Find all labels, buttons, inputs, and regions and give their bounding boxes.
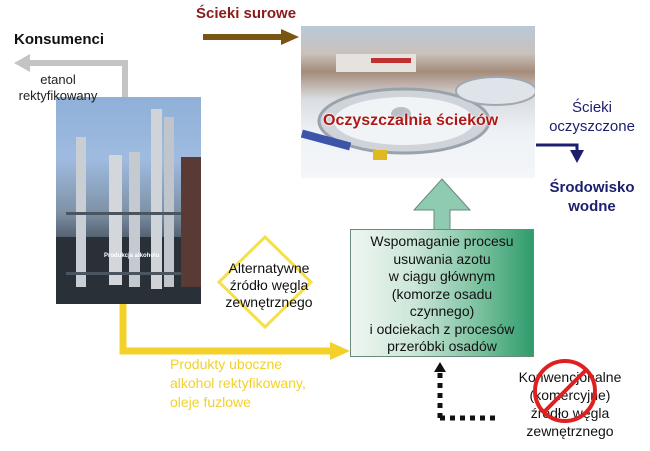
byproducts-line: Produkty uboczne	[170, 356, 283, 372]
distillery-photo	[56, 97, 201, 304]
support-box-line: usuwania azotu	[393, 250, 491, 267]
support-box-line: w ciągu głównym	[388, 268, 496, 284]
ethanol-arrow	[14, 54, 128, 98]
alternative-source-line: źródło węgla	[229, 277, 309, 293]
conventional-source-text: Konwencjonalne (komercyjne) źródło węgla…	[500, 368, 640, 440]
byproducts-line: alkohol rektyfikowany,	[170, 375, 306, 391]
treated-sewage-label: Ścieki oczyszczone	[540, 98, 644, 136]
alternative-source-text: Alternatywne źródło węgla zewnętrznego	[209, 260, 329, 311]
support-box-line: i odciekach z procesów	[369, 320, 515, 337]
byproducts-line: oleje fuzlowe	[170, 394, 251, 410]
distillery-label: Produkcja alkoholu	[104, 253, 160, 259]
support-box-line: (komorze osadu	[391, 285, 493, 302]
support-box-line: przeróbki osadów	[387, 338, 497, 354]
alternative-source-diamond	[216, 234, 314, 330]
water-environment-line: wodne	[568, 198, 616, 215]
treatment-plant-label: Oczyszczalnia ścieków	[323, 112, 499, 129]
ethanol-label: etanol rektyfikowany	[4, 72, 112, 104]
treated-sewage-line: oczyszczone	[549, 118, 635, 135]
alternative-source-line: Alternatywne	[228, 260, 310, 276]
treatment-plant-photo	[301, 26, 535, 178]
treated-sewage-arrow	[536, 143, 584, 163]
support-box-line: Wspomaganie procesu	[370, 233, 514, 249]
conventional-source-arrow	[434, 362, 497, 421]
ethanol-label-line: rektyfikowany	[18, 88, 98, 103]
conventional-source-line: (komercyjne)	[529, 387, 611, 403]
alternative-source-line: zewnętrznego	[225, 294, 313, 310]
raw-sewage-arrow	[203, 29, 299, 45]
byproducts-text: Produkty uboczne alkohol rektyfikowany, …	[170, 355, 306, 412]
distillery-columns	[56, 109, 201, 304]
nitrogen-removal-support-box	[350, 229, 534, 357]
water-environment-label: Środowisko wodne	[540, 178, 644, 216]
conventional-source-line: Konwencjonalne	[518, 369, 622, 385]
conventional-source-line: zewnętrznego	[526, 423, 614, 439]
water-environment-line: Środowisko	[549, 179, 635, 196]
consumers-label: Konsumenci	[14, 31, 105, 48]
nitrogen-removal-support-text: Wspomaganie procesu usuwania azotu w cią…	[350, 233, 534, 356]
support-box-line: czynnego)	[409, 303, 475, 319]
raw-sewage-label: Ścieki surowe	[196, 5, 297, 22]
conventional-source-line: źródło węgla	[530, 405, 610, 421]
ethanol-label-line: etanol	[40, 72, 76, 87]
treatment-plant-scene	[301, 54, 535, 160]
green-up-arrow	[412, 178, 472, 231]
treated-sewage-line: Ścieki	[571, 99, 612, 116]
